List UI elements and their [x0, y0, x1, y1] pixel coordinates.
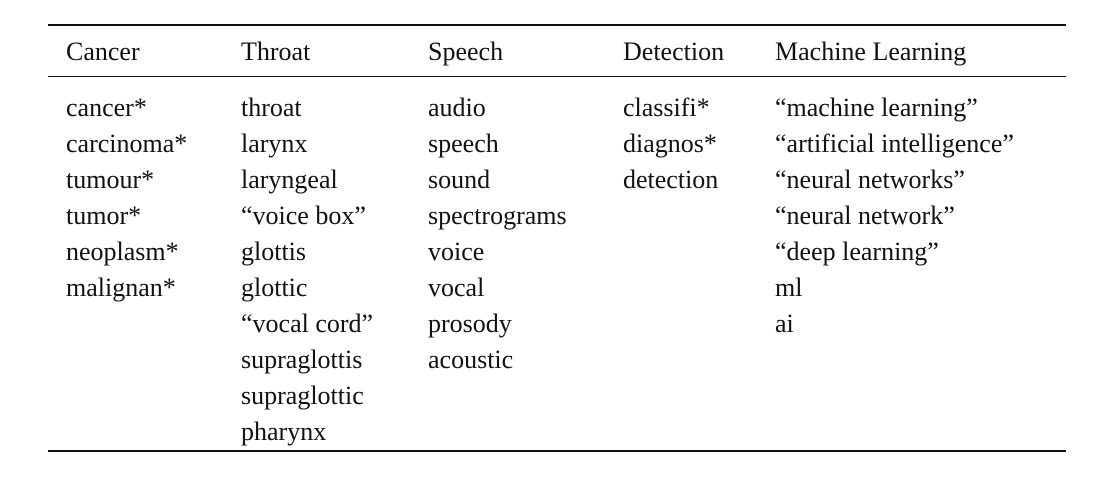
table-cell: laryngeal	[241, 165, 338, 194]
header-speech: Speech	[428, 37, 504, 66]
table-cell: pharynx	[241, 417, 327, 446]
header-throat: Throat	[241, 37, 311, 66]
table-cell: neoplasm*	[66, 237, 179, 266]
table-cell: “vocal cord”	[241, 309, 374, 338]
table-cell: tumor*	[66, 201, 142, 230]
table-cell: cancer*	[66, 93, 147, 122]
column-throat: throat larynx laryngeal “voice box” glottis g…	[241, 90, 373, 450]
table-cell: ai	[775, 309, 794, 338]
table-cell: diagnos*	[623, 129, 717, 158]
table-cell: malignan*	[66, 273, 176, 302]
column-cancer: cancer* carcinoma* tumour* tumor* neoplasm* m…	[66, 90, 187, 306]
table-cell: detection	[623, 165, 719, 194]
table-cell: vocal	[428, 273, 485, 302]
table-cell: carcinoma*	[66, 129, 188, 158]
table-cell: prosody	[428, 309, 512, 338]
table-cell: acoustic	[428, 345, 514, 374]
table-cell: supraglottic	[241, 381, 364, 410]
header-cancer: Cancer	[66, 37, 140, 66]
column-detection: classifi* diagnos* detection	[623, 90, 718, 198]
table-cell: spectrograms	[428, 201, 567, 230]
header-detection: Detection	[623, 37, 725, 66]
column-machine-learning: “machine learning” “artificial intelligen…	[775, 90, 1014, 342]
table-top-rule	[48, 24, 1066, 26]
table-cell: voice	[428, 237, 485, 266]
table-bottom-rule	[48, 450, 1066, 452]
table-cell: “neural networks”	[775, 165, 965, 194]
table-cell: ml	[775, 273, 803, 302]
table-cell: “deep learning”	[775, 237, 939, 266]
table-cell: larynx	[241, 129, 308, 158]
table-cell: “artificial intelligence”	[775, 129, 1014, 158]
table-cell: “neural network”	[775, 201, 955, 230]
table-cell: classifi*	[623, 93, 710, 122]
header-machine-learning: Machine Learning	[775, 37, 967, 66]
search-terms-table: Cancer Throat Speech Detection Machine L…	[48, 24, 1066, 452]
column-speech: audio speech sound spectrograms voice vocal pr…	[428, 90, 567, 378]
table-header-rule	[48, 76, 1066, 77]
table-cell: tumour*	[66, 165, 155, 194]
table-cell: speech	[428, 129, 499, 158]
table-body: cancer* carcinoma* tumour* tumor* neoplasm* m…	[48, 77, 1066, 450]
table-header-row: Cancer Throat Speech Detection Machine L…	[48, 26, 1066, 76]
table-cell: sound	[428, 165, 491, 194]
table-cell: supraglottis	[241, 345, 363, 374]
table-cell: glottis	[241, 237, 307, 266]
table-cell: audio	[428, 93, 486, 122]
table-cell: glottic	[241, 273, 308, 302]
table-cell: “voice box”	[241, 201, 366, 230]
table-cell: throat	[241, 93, 302, 122]
table-cell: “machine learning”	[775, 93, 978, 122]
